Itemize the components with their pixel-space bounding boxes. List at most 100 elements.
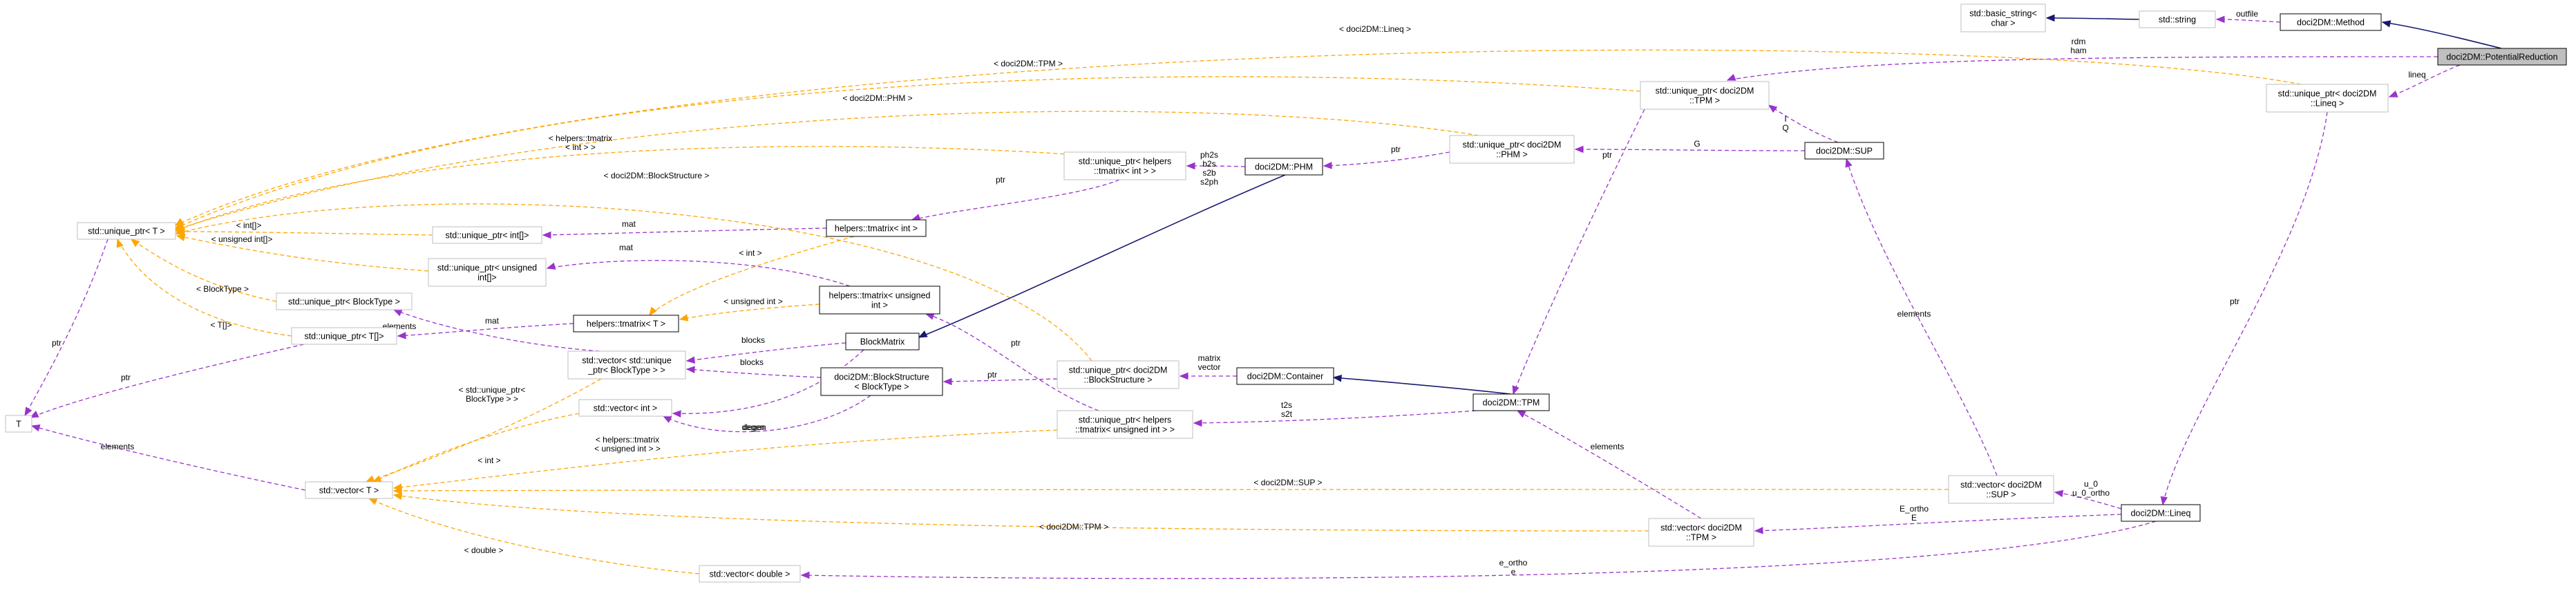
arrowhead-icon [2160, 496, 2168, 506]
edge-up_helpers_int-to-tmatrix_int: ptr [911, 175, 1120, 221]
node-box[interactable] [291, 327, 397, 345]
node-box[interactable] [428, 258, 547, 287]
edge-line [547, 260, 851, 287]
node-vec_T[interactable]: std::vector< T > [305, 481, 393, 499]
node-basic_string[interactable]: std::basic_string<char > [1960, 3, 2046, 32]
node-up_intarr[interactable]: std::unique_ptr< int[]> [432, 226, 542, 244]
node-up_Tarr[interactable]: std::unique_ptr< T[]> [291, 327, 397, 345]
node-vec_up_BlockType[interactable]: std::vector< std::unique_ptr< BlockType … [567, 350, 686, 380]
edge-line [2382, 21, 2502, 49]
arrowhead-icon [392, 492, 403, 501]
edge-label: ptr [2230, 297, 2239, 306]
node-vec_SUP[interactable]: std::vector< doci2DM::SUP > [1948, 475, 2054, 504]
node-box[interactable] [578, 399, 672, 417]
node-tmatrix_T[interactable]: helpers::tmatrix< T > [573, 315, 679, 333]
node-box[interactable] [845, 333, 920, 350]
node-up_helpers_uint[interactable]: std::unique_ptr< helpers::tmatrix< unsig… [1057, 410, 1193, 439]
arrowhead-icon [1574, 145, 1584, 153]
node-box[interactable] [1236, 367, 1334, 385]
node-tmatrix_int[interactable]: helpers::tmatrix< int > [826, 219, 927, 237]
edge-up_BlockStructure-to-BlockStructure: ptr [943, 370, 1058, 386]
node-box[interactable] [2437, 48, 2567, 66]
node-label: std::unique_ptr< int[]> [446, 231, 529, 241]
node-box[interactable] [826, 219, 927, 237]
edge-line [175, 76, 1641, 229]
node-box[interactable] [1057, 410, 1193, 439]
edge-up_Tarr-to-up_T: < T[]> [116, 238, 292, 337]
node-SUP[interactable]: doci2DM::SUP [1804, 142, 1884, 160]
node-vec_double[interactable]: std::vector< double > [699, 565, 801, 583]
node-box[interactable] [2139, 10, 2216, 28]
node-box[interactable] [5, 415, 32, 433]
arrowhead-icon [672, 410, 681, 418]
node-up_PHM[interactable]: std::unique_ptr< doci2DM::PHM > [1449, 135, 1575, 164]
node-PHM[interactable]: doci2DM::PHM [1244, 158, 1323, 176]
node-box[interactable] [1244, 158, 1323, 176]
node-box[interactable] [1948, 475, 2054, 504]
node-box[interactable] [2121, 504, 2201, 522]
node-box[interactable] [1804, 142, 1884, 160]
node-box[interactable] [432, 226, 542, 244]
node-box[interactable] [305, 481, 393, 499]
node-up_BlockType[interactable]: std::unique_ptr< BlockType > [276, 292, 413, 310]
edge-label: mat [619, 243, 634, 252]
node-string[interactable]: std::string [2139, 10, 2216, 28]
node-up_Lineq[interactable]: std::unique_ptr< doci2DM::Lineq > [2266, 84, 2389, 113]
edge-line [393, 489, 1949, 492]
edge-up_Lineq-to-up_T: < doci2DM::Lineq > [174, 24, 2302, 226]
node-vec_TPM[interactable]: std::vector< doci2DM::TPM > [1648, 518, 1754, 547]
node-label: std::unique_ptr< doci2DM [2278, 89, 2377, 99]
edge-label: ptr [52, 338, 61, 348]
edge-line [925, 313, 1099, 411]
node-box[interactable] [2280, 13, 2382, 31]
node-box[interactable] [819, 286, 940, 315]
node-box[interactable] [2266, 84, 2389, 113]
node-Lineq[interactable]: doci2DM::Lineq [2121, 504, 2201, 522]
edge-label: degen [741, 422, 764, 432]
node-Method[interactable]: doci2DM::Method [2280, 13, 2382, 31]
node-box[interactable] [820, 367, 943, 396]
node-PotentialReduction[interactable]: doci2DM::PotentialReduction [2437, 48, 2567, 66]
edge-label: e_ortho [1499, 558, 1528, 568]
node-box[interactable] [573, 315, 679, 333]
node-T[interactable]: T [5, 415, 32, 433]
edge-up_uintarr-to-up_T: < unsigned int[]> [176, 234, 429, 272]
node-label: std::unique_ptr< doci2DM [1069, 366, 1168, 375]
node-up_helpers_int[interactable]: std::unique_ptr< helpers::tmatrix< int >… [1063, 151, 1186, 180]
node-box[interactable] [1640, 81, 1770, 110]
arrowhead-icon [546, 262, 556, 270]
arrowhead-icon [2388, 90, 2398, 97]
node-box[interactable] [77, 222, 176, 240]
node-box[interactable] [1057, 360, 1180, 389]
edge-line [918, 174, 1286, 338]
edge-up_BlockType-to-up_T: < BlockType > [130, 239, 277, 302]
node-label: std::unique_ptr< T[]> [304, 332, 383, 342]
node-Container[interactable]: doci2DM::Container [1236, 367, 1334, 385]
edge-label: < unsigned int > [723, 297, 782, 306]
node-box[interactable] [1960, 3, 2046, 32]
edge-line [1186, 165, 1246, 167]
node-box[interactable] [276, 292, 413, 310]
node-box[interactable] [1063, 151, 1186, 180]
node-vec_int[interactable]: std::vector< int > [578, 399, 672, 417]
arrowhead-icon [685, 366, 695, 373]
node-box[interactable] [1449, 135, 1575, 164]
node-up_T[interactable]: std::unique_ptr< T > [77, 222, 176, 240]
node-box[interactable] [1648, 518, 1754, 547]
node-BlockStructure[interactable]: doci2DM::BlockStructure< BlockType > [820, 367, 943, 396]
node-up_TPM[interactable]: std::unique_ptr< doci2DM::TPM > [1640, 81, 1770, 110]
arrowhead-icon [130, 239, 140, 247]
node-box[interactable] [567, 350, 686, 380]
node-label: std::unique_ptr< helpers [1079, 415, 1171, 425]
node-BlockMatrix[interactable]: BlockMatrix [845, 333, 920, 350]
edge-label: < BlockType > [196, 284, 249, 294]
node-box[interactable] [699, 565, 801, 583]
edge-vec_up_BlockType-to-vec_T: < std::unique_ptr<BlockType > > [365, 378, 602, 483]
node-label: T [16, 420, 21, 429]
node-box[interactable] [1472, 393, 1550, 411]
node-TPM[interactable]: doci2DM::TPM [1472, 393, 1550, 411]
node-up_BlockStructure[interactable]: std::unique_ptr< doci2DM::BlockStructure… [1057, 360, 1180, 389]
